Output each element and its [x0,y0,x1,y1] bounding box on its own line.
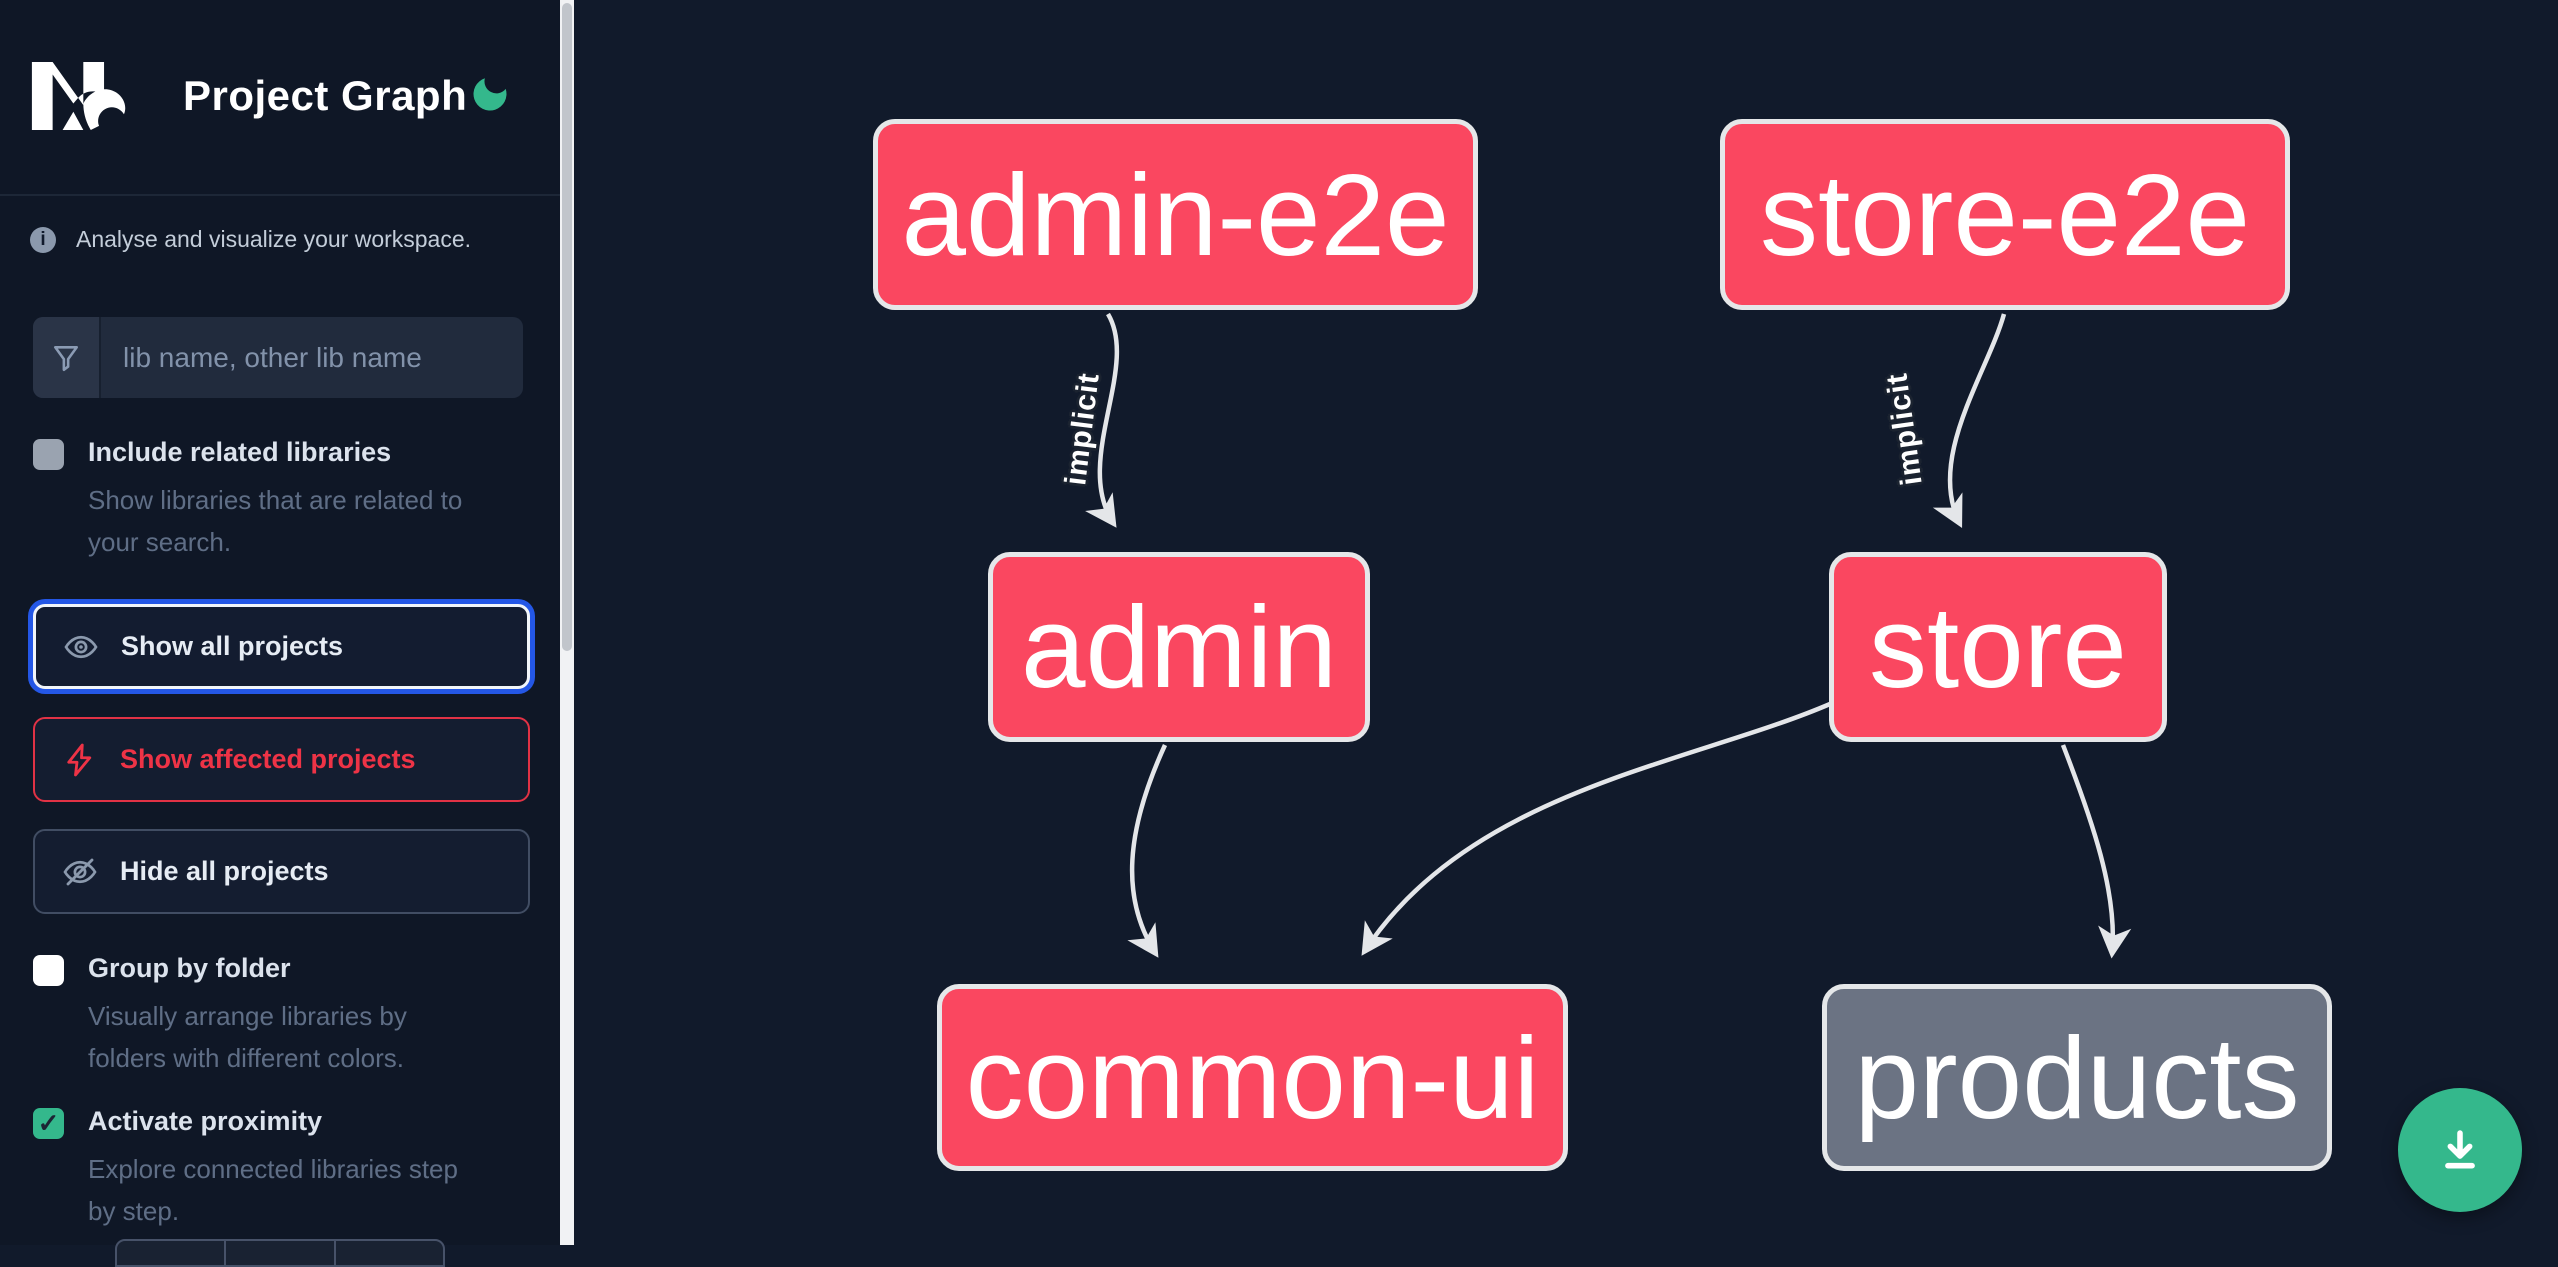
graph-edges [1085,312,2132,959]
group-by-folder-label: Group by folder [88,953,291,983]
description-line: by step. [88,1196,180,1226]
download-graph-button[interactable] [2398,1088,2522,1212]
edge-store-e2e-store [1932,313,2007,529]
eye-icon [64,635,98,658]
description-line: Explore connected libraries step [88,1154,458,1184]
activate-proximity-label: Activate proximity [88,1106,323,1136]
description-line: folders with different colors. [88,1043,404,1073]
page-title: Project Graph [183,72,468,119]
node-label: common-ui [965,1012,1540,1143]
description-line: your search. [88,527,232,557]
node-label: admin [1021,582,1337,712]
node-label: store [1869,582,2127,712]
graph-node-store-e2e[interactable]: store-e2e [1720,119,2290,310]
include-related-checkbox[interactable] [33,439,64,470]
project-graph-canvas[interactable]: implicit implicit admin-e2e store-e2e ad… [574,0,2558,1245]
include-related-description: Show libraries that are related to your … [88,479,462,563]
eye-off-icon [63,858,97,885]
edge-admin-common-ui [1127,744,1168,958]
filter-icon-cell [33,317,101,398]
download-icon [2445,1130,2475,1169]
hide-all-projects-label: Hide all projects [120,856,329,886]
info-icon: i [30,226,56,253]
edge-admin-e2e-admin [1085,312,1120,528]
graph-node-admin[interactable]: admin [988,552,1370,742]
workspace-info: i Analyse and visualize your workspace. [30,226,471,253]
graph-node-products[interactable]: products [1822,984,2332,1171]
show-all-projects-label: Show all projects [121,631,344,661]
edge-store-common-ui [1361,701,1831,956]
moon-icon [473,78,507,111]
show-affected-projects-button[interactable]: Show affected projects [33,717,530,802]
activate-proximity-checkbox[interactable]: ✓ [33,1108,64,1139]
group-by-folder-checkbox[interactable] [33,955,64,986]
hide-all-projects-button[interactable]: Hide all projects [33,829,530,914]
description-line: Show libraries that are related to [88,485,463,515]
node-label: products [1854,1012,2300,1143]
graph-node-store[interactable]: store [1829,552,2167,742]
nx-logo [31,62,126,130]
show-all-projects-button[interactable]: Show all projects [33,604,530,689]
bottom-segmented-control[interactable] [115,1239,445,1267]
show-affected-projects-label: Show affected projects [120,744,416,774]
node-label: admin-e2e [901,149,1450,280]
graph-node-admin-e2e[interactable]: admin-e2e [873,119,1478,310]
checkmark-icon: ✓ [37,1108,60,1138]
lightning-bolt-icon [67,743,92,776]
search-field [33,317,523,398]
node-label: store-e2e [1759,149,2251,280]
description-line: Visually arrange libraries by [88,1001,407,1031]
filter-funnel-icon [54,345,79,371]
edge-store-products [2060,744,2132,959]
theme-toggle-button[interactable] [468,72,512,116]
sidebar: Project Graph i Analyse and visualize yo… [0,0,560,1267]
activate-proximity-description: Explore connected libraries step by step… [88,1148,458,1232]
sidebar-header: Project Graph [0,0,560,196]
info-text: Analyse and visualize your workspace. [76,226,472,252]
include-related-label: Include related libraries [88,437,392,467]
group-by-folder-description: Visually arrange libraries by folders wi… [88,995,407,1079]
sidebar-scrollbar-track[interactable] [560,0,574,1245]
sidebar-scrollbar-thumb[interactable] [562,3,572,651]
graph-node-common-ui[interactable]: common-ui [937,984,1568,1171]
search-input[interactable] [101,317,523,398]
